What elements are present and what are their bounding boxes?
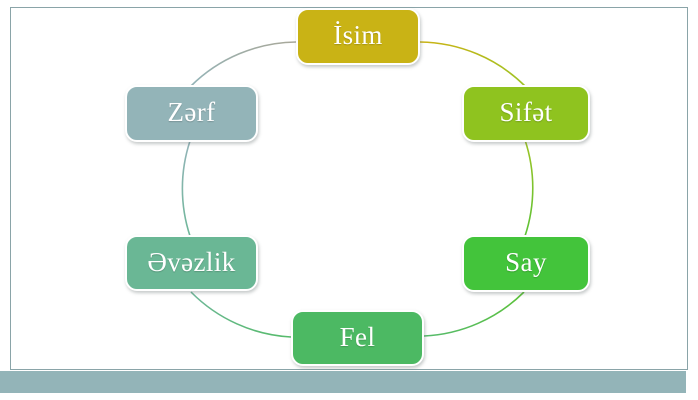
cycle-node-label-zerf: Zərf: [167, 97, 216, 127]
cycle-node-label-fel: Fel: [339, 321, 376, 352]
cycle-node-evezlik[interactable]: Əvəzlik: [125, 235, 258, 291]
cycle-node-label-sifet: Sifət: [499, 97, 553, 127]
cycle-node-say[interactable]: Say: [462, 235, 590, 292]
cycle-node-sifet[interactable]: Sifət: [462, 85, 590, 142]
cycle-node-zerf[interactable]: Zərf: [125, 85, 258, 142]
cycle-node-fel[interactable]: Fel: [291, 310, 424, 366]
cycle-node-label-evezlik: Əvəzlik: [147, 246, 236, 277]
cycle-node-label-isim: İsim: [333, 20, 383, 50]
slide-footer-band: [0, 371, 686, 393]
cycle-node-isim[interactable]: İsim: [296, 8, 420, 65]
cycle-node-label-say: Say: [505, 247, 547, 277]
